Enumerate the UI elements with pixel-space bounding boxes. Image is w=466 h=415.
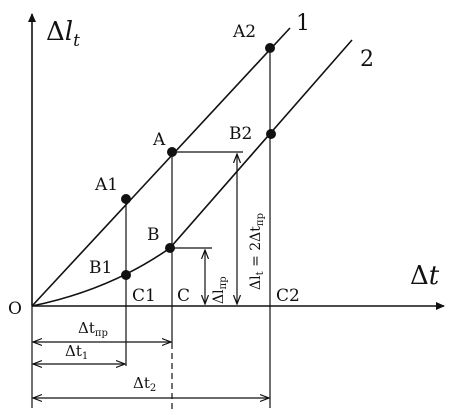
- curve-2-line: [31, 39, 353, 307]
- label-a1: A1: [94, 175, 118, 195]
- label-b2: B2: [229, 124, 252, 144]
- label-a2: A2: [232, 22, 256, 42]
- curve-1-label: 1: [296, 11, 310, 36]
- label-dl-pr: Δlпр: [211, 276, 229, 304]
- label-c1: C1: [132, 286, 156, 306]
- y-axis-label: Δlt: [46, 17, 80, 51]
- x-axis-label: Δt: [410, 261, 440, 291]
- point-a1: [121, 194, 131, 204]
- label-c2: C2: [276, 286, 300, 306]
- interval-dt-pr-label: Δtпр: [78, 319, 108, 339]
- label-dlt-eq: Δlt = 2Δtпр: [248, 213, 266, 290]
- curve-2-label: 2: [360, 47, 374, 72]
- point-a: [167, 147, 177, 157]
- label-b: B: [147, 225, 160, 245]
- interval-dt2-label: Δt2: [133, 374, 156, 394]
- interval-dt1-label: Δt1: [65, 342, 88, 362]
- point-b1: [121, 270, 131, 280]
- point-b: [165, 243, 175, 253]
- label-b1: B1: [89, 258, 112, 278]
- point-a2: [265, 43, 275, 53]
- origin-label: O: [8, 299, 22, 319]
- curve-1-line: [31, 27, 291, 307]
- point-b2: [266, 129, 276, 139]
- label-c: C: [177, 286, 190, 306]
- label-a: A: [152, 130, 166, 150]
